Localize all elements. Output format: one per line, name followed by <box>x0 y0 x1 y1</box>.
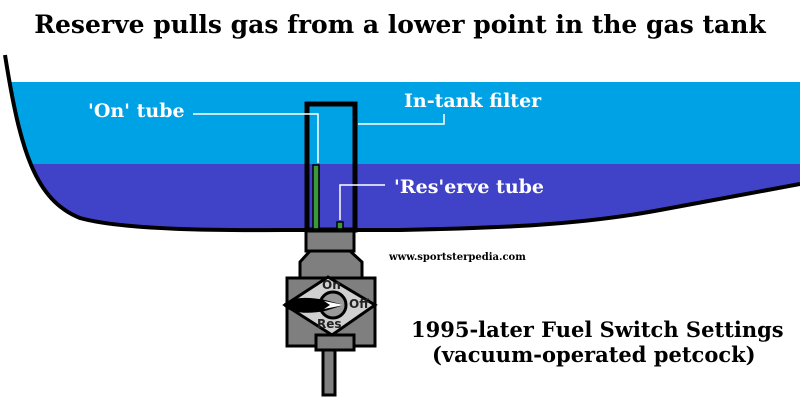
position-off-label: Off <box>349 297 369 311</box>
diagram-title: Reserve pulls gas from a lower point in … <box>34 10 766 39</box>
filter-leader <box>358 114 445 125</box>
position-on-label: On <box>322 278 341 292</box>
on-tube-label: 'On' tube <box>88 100 185 122</box>
on-tube-leader <box>193 113 319 163</box>
upper-fuel-layer <box>0 82 800 164</box>
caption-line-1: 1995-later Fuel Switch Settings <box>411 317 784 342</box>
watermark: www.sportsterpedia.com <box>389 252 526 263</box>
reserve-tube-label: 'Res'erve tube <box>394 176 545 198</box>
petcock <box>282 229 378 397</box>
in-tank-filter-label: In-tank filter <box>404 90 542 112</box>
reserve-tube-leader <box>339 184 385 220</box>
tank-wall <box>3 54 800 233</box>
position-res-label: Res <box>317 317 342 331</box>
on-tube <box>312 164 320 230</box>
caption-line-2: (vacuum-operated petcock) <box>432 342 756 367</box>
reserve-tube <box>336 221 344 230</box>
selector-lever[interactable] <box>283 297 344 313</box>
